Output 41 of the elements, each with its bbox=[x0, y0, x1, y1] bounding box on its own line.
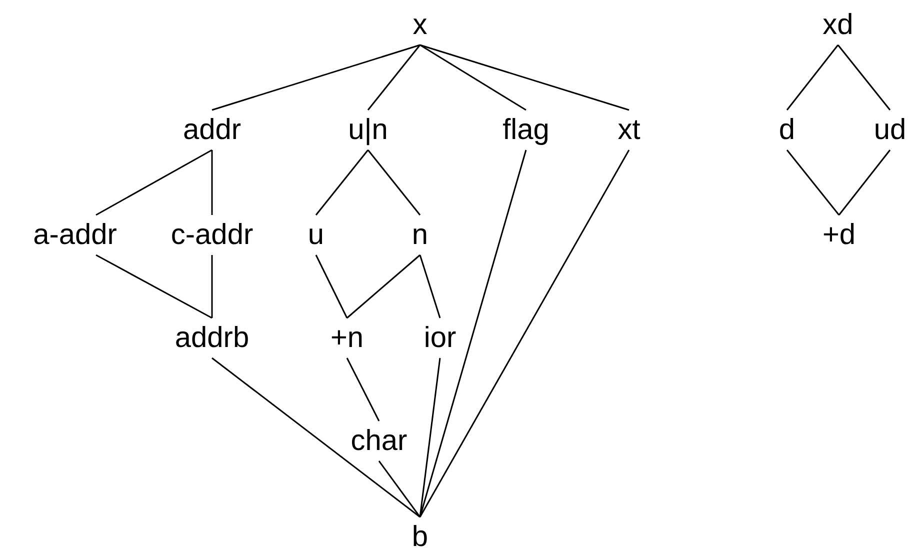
connector-line bbox=[837, 44, 891, 110]
connector-line bbox=[419, 150, 527, 518]
type-label: c-addr bbox=[170, 220, 254, 250]
type-label: +d bbox=[822, 220, 856, 250]
connector-line bbox=[420, 44, 526, 111]
type-label: char bbox=[350, 426, 408, 456]
type-label: flag bbox=[502, 115, 550, 145]
connector-line bbox=[96, 254, 212, 319]
type-label: n bbox=[412, 220, 428, 250]
connector-line bbox=[211, 255, 213, 318]
type-label: +n bbox=[330, 323, 364, 353]
connector-line bbox=[786, 150, 840, 216]
connector-line bbox=[367, 44, 421, 110]
connector-line bbox=[419, 150, 630, 518]
connector-line bbox=[786, 44, 839, 110]
connector-line bbox=[838, 150, 891, 216]
connector-line bbox=[346, 254, 420, 319]
connector-line bbox=[378, 460, 421, 518]
connector-line bbox=[419, 358, 441, 518]
type-label: xd bbox=[822, 10, 854, 40]
type-label: addr bbox=[182, 115, 242, 145]
type-label: b bbox=[412, 522, 428, 552]
connector-line bbox=[419, 254, 441, 318]
type-label: addrb bbox=[174, 323, 250, 353]
type-label: d bbox=[778, 115, 796, 145]
type-label: xt bbox=[618, 115, 640, 145]
connector-line bbox=[315, 150, 369, 216]
connector-line bbox=[346, 358, 380, 422]
type-label: ud bbox=[874, 115, 906, 145]
type-label: a-addr bbox=[33, 220, 117, 250]
connector-line bbox=[367, 150, 421, 216]
connector-line bbox=[211, 150, 213, 215]
connector-line bbox=[212, 44, 420, 111]
connector-line bbox=[420, 44, 630, 111]
type-label: u|n bbox=[348, 115, 388, 145]
type-label: ior bbox=[424, 323, 456, 353]
connector-line bbox=[96, 149, 212, 216]
type-label: u bbox=[308, 220, 324, 250]
connector-line bbox=[212, 357, 420, 518]
type-label: x bbox=[412, 10, 428, 40]
connector-line bbox=[315, 254, 348, 318]
